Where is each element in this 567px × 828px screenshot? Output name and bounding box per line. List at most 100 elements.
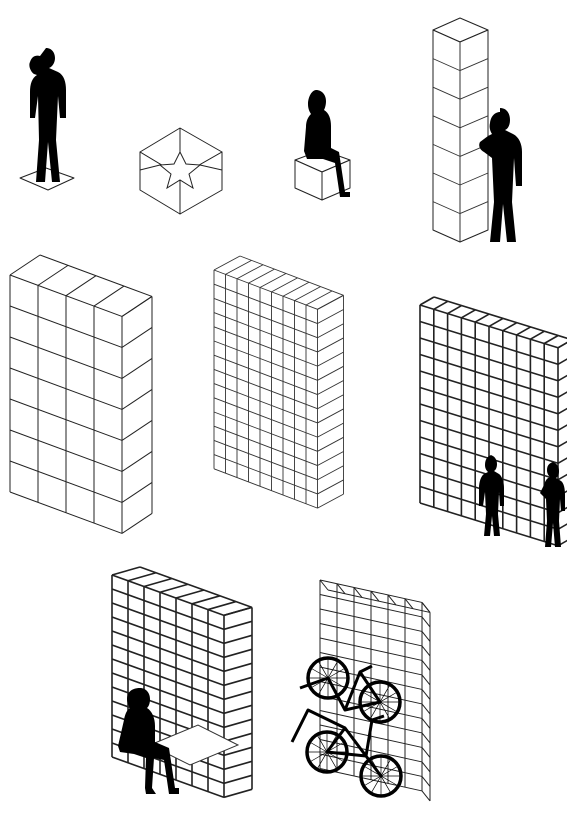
grid-line (317, 422, 344, 438)
grid-line (9, 254, 41, 276)
grid-line (213, 368, 318, 410)
grid-line (317, 394, 344, 410)
grid-line (461, 309, 476, 319)
grid-line (111, 630, 225, 673)
grid-line (223, 676, 253, 687)
grid-line (213, 269, 318, 310)
grid-line (121, 420, 153, 441)
grid-line (557, 424, 567, 431)
single-cube-module (139, 127, 223, 215)
grid-line (175, 589, 205, 599)
grid-line (213, 425, 318, 466)
lattice-wall-with-people (419, 296, 567, 547)
grid-line (65, 275, 97, 297)
grid-line (557, 473, 567, 481)
grid-line (421, 732, 431, 744)
grid-line (502, 321, 518, 332)
grid-line (271, 277, 298, 293)
grid-line (488, 317, 504, 328)
grid-line (421, 645, 431, 657)
grid-line (213, 397, 318, 438)
grid-line (111, 566, 141, 576)
grid-line (37, 264, 69, 286)
star-cube-icon (158, 150, 202, 190)
grid-line (223, 774, 253, 785)
grid-line (213, 297, 318, 339)
grid-line (213, 468, 318, 509)
grid-line (127, 571, 157, 582)
grid-line (207, 600, 237, 611)
grid-line (421, 747, 431, 758)
person-sitting-on-cube (294, 90, 351, 201)
grid-line (317, 380, 344, 395)
grid-line (223, 746, 253, 757)
grid-line (111, 616, 225, 659)
grid-line (432, 201, 461, 215)
grid-line (111, 672, 225, 715)
grid-line (421, 674, 431, 686)
grid-line (121, 358, 153, 379)
grid-line (213, 411, 318, 452)
grid-line (516, 326, 531, 336)
grid-line (213, 255, 241, 271)
grid-line (432, 143, 461, 157)
lattice-wall-with-bench (111, 566, 253, 799)
grid-line (421, 616, 431, 628)
grid-line (213, 439, 318, 481)
grid-line (557, 374, 567, 382)
bicycle-frame (299, 676, 329, 690)
grid-line (213, 340, 318, 381)
grid-line (213, 454, 318, 495)
grid-line (557, 523, 567, 530)
grid-line (557, 391, 567, 398)
grid-line (111, 602, 225, 645)
cube-column-with-person (432, 17, 522, 243)
grid-line (530, 330, 545, 340)
bicycle-frame (359, 664, 373, 674)
grid-line (213, 354, 318, 395)
grid-line (121, 389, 153, 410)
bicycle-icon (290, 656, 403, 798)
person-silhouette-icon (479, 108, 522, 242)
bicycle-frame (326, 670, 382, 712)
grid-line (191, 595, 221, 605)
grid-line (432, 58, 461, 72)
grid-line (421, 703, 431, 715)
grid-line (223, 704, 253, 715)
grid-line (111, 644, 225, 687)
grid-line (159, 583, 189, 594)
seated-person-icon (118, 688, 179, 794)
grid-line (353, 587, 363, 598)
grid-line (213, 383, 318, 424)
grid-line (317, 465, 344, 481)
grid-line (421, 689, 431, 700)
grid-line (239, 255, 344, 296)
grid-line (248, 268, 275, 284)
grid-line (223, 648, 253, 659)
grid-line (223, 760, 253, 771)
grid-line (447, 304, 462, 315)
grid-line (223, 606, 253, 617)
grid-line (421, 718, 431, 729)
grid-line (223, 662, 253, 673)
grid-line (317, 493, 344, 509)
wall-with-bicycles (290, 579, 431, 802)
large-grid-wall (9, 254, 153, 534)
bicycle-frame (290, 708, 346, 743)
grid-line (421, 776, 431, 787)
grid-line (319, 579, 329, 591)
grid-line (433, 296, 567, 340)
bicycle-frame (364, 714, 385, 757)
grid-line (317, 337, 344, 353)
grid-line (557, 407, 567, 415)
grid-line (317, 309, 344, 324)
grid-line (317, 479, 344, 495)
grid-line (459, 201, 489, 215)
grid-line (557, 341, 567, 349)
grid-line (223, 620, 253, 631)
standing-person-on-pad (19, 48, 75, 191)
seated-person-icon (304, 90, 350, 197)
grid-line (459, 58, 489, 72)
grid-line (432, 115, 461, 129)
